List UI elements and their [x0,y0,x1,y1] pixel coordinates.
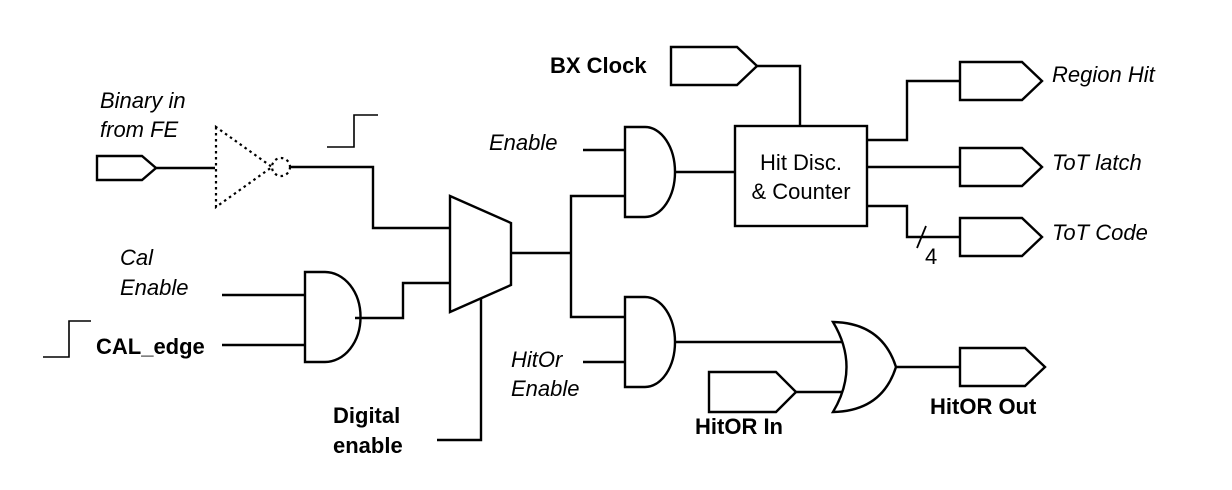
hitor-out-label: HitOR Out [930,394,1037,419]
region-hit-port [958,60,1044,102]
tot-code-label: ToT Code [1052,220,1148,245]
hitor-in-label: HitOR In [695,414,783,439]
hitor-enable-label-line2: Enable [511,376,580,401]
hit-disc-counter-block [733,124,869,228]
digital-enable-label-line2: enable [333,433,403,458]
digital-enable-label-line1: Digital [333,403,400,428]
wire-fe-to-mux [290,165,450,230]
cal-and-gate [303,270,362,364]
wire-mux-to-hitor-and [569,253,625,319]
binary-in-label-line2: from FE [100,117,179,142]
tot-code-port [958,216,1044,258]
tot-latch-label: ToT latch [1052,150,1142,175]
bus-slash [916,225,927,249]
tot-latch-port [958,146,1044,188]
cal-enable-label-line1: Cal [120,245,154,270]
bus-width-label: 4 [925,244,937,269]
wire-region-hit [867,79,960,142]
hitor-or-gate [830,320,898,414]
wire-mux-to-enable-and [569,194,625,253]
cal-enable-label-line2: Enable [120,275,189,300]
fe-inverter-buffer [214,124,292,210]
enable-label: Enable [489,130,558,155]
wire-digital-enable [437,298,483,442]
region-hit-label: Region Hit [1052,62,1156,87]
counter-label-line2: & Counter [751,179,850,204]
hitor-in-port [707,370,798,414]
bx-clock-label: BX Clock [550,53,647,78]
binary-in-label-line1: Binary in [100,88,186,113]
enable-and-gate [623,125,677,219]
hitor-and-gate [623,295,677,389]
wire-tot-code [867,204,960,239]
step-edge-symbol-cal [43,320,91,358]
counter-label-line1: Hit Disc. [760,150,842,175]
bx-clock-port [669,45,759,87]
multiplexer [448,194,513,314]
binary-in-port [95,154,158,182]
wire-bx-clock [757,64,802,126]
hitor-enable-label-line1: HitOr [511,347,564,372]
step-edge-symbol-top [327,114,378,148]
wire-cal-and-to-mux [355,281,450,320]
cal-edge-label: CAL_edge [96,334,205,359]
hitor-out-port [958,346,1047,388]
